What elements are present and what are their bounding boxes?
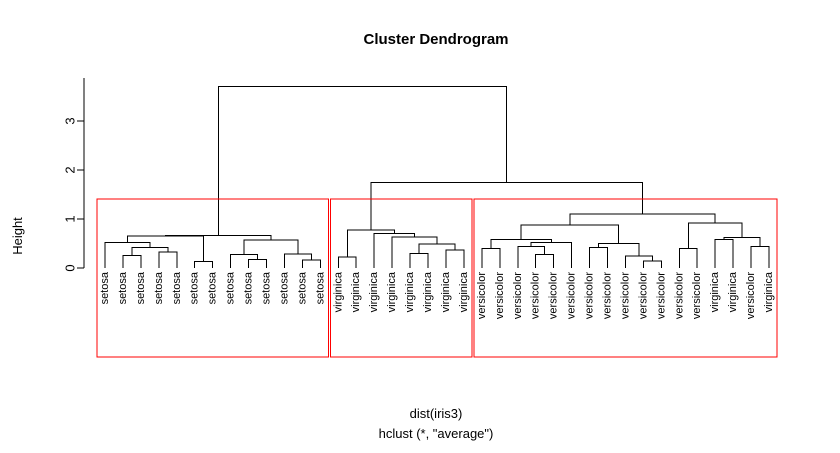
y-axis-label: Height — [10, 217, 25, 255]
leaf-label: virginica — [422, 271, 434, 312]
y-axis-tick-label-2: 2 — [63, 166, 78, 173]
leaf-label: virginica — [709, 271, 721, 312]
leaf-label: virginica — [386, 271, 398, 312]
leaf-label: versicolor — [584, 272, 596, 319]
leaf-label: versicolor — [673, 272, 685, 319]
leaf-label: setosa — [189, 271, 201, 304]
leaf-label: setosa — [243, 271, 255, 304]
leaf-label: virginica — [440, 271, 452, 312]
leaf-label: virginica — [368, 271, 380, 312]
leaf-label: versicolor — [745, 272, 757, 319]
y-axis-tick-label-3: 3 — [63, 117, 78, 124]
caption-line-2: hclust (*, "average") — [379, 426, 494, 441]
caption-line-1: dist(iris3) — [410, 406, 463, 421]
y-axis-tick-label-0: 0 — [63, 264, 78, 271]
leaf-label: setosa — [117, 271, 129, 304]
leaf-label: versicolor — [637, 272, 649, 319]
dendrogram-links — [104, 86, 770, 268]
cluster-box-cluster-1 — [96, 198, 329, 358]
page-title: Cluster Dendrogram — [363, 31, 508, 48]
leaf-label: setosa — [153, 271, 165, 304]
leaf-label: versicolor — [566, 272, 578, 319]
leaf-label: virginica — [727, 271, 739, 312]
leaf-label: setosa — [314, 271, 326, 304]
leaf-label: versicolor — [494, 272, 506, 319]
leaf-label: versicolor — [530, 272, 542, 319]
leaf-label: setosa — [207, 271, 219, 304]
leaf-label: setosa — [135, 271, 147, 304]
leaf-label: versicolor — [655, 272, 667, 319]
leaf-label: setosa — [225, 271, 237, 304]
cluster-box-cluster-3 — [473, 198, 778, 358]
leaf-label: setosa — [261, 271, 273, 304]
leaf-labels: setosa setosa setosa setosa setosa setosa seto… — [99, 271, 775, 319]
leaf-label: setosa — [171, 271, 183, 304]
leaf-label: setosa — [278, 271, 290, 304]
leaf-label: versicolor — [512, 272, 524, 319]
leaf-label: setosa — [296, 271, 308, 304]
cluster-rectangles — [96, 198, 778, 358]
leaf-label: versicolor — [602, 272, 614, 319]
leaf-label: virginica — [404, 271, 416, 312]
leaf-label: versicolor — [548, 272, 560, 319]
leaf-label: setosa — [99, 271, 111, 304]
dendrogram-link-root — [217, 86, 508, 236]
leaf-label: versicolor — [619, 272, 631, 319]
leaf-label: virginica — [332, 271, 344, 312]
leaf-label: virginica — [763, 271, 775, 312]
y-axis: 0 1 2 3 — [63, 78, 85, 272]
leaf-label: versicolor — [476, 272, 488, 319]
y-axis-tick-label-1: 1 — [63, 215, 78, 222]
leaf-label: virginica — [350, 271, 362, 312]
cluster-box-cluster-2 — [329, 198, 473, 358]
leaf-label: virginica — [458, 271, 470, 312]
leaf-label: versicolor — [691, 272, 703, 319]
